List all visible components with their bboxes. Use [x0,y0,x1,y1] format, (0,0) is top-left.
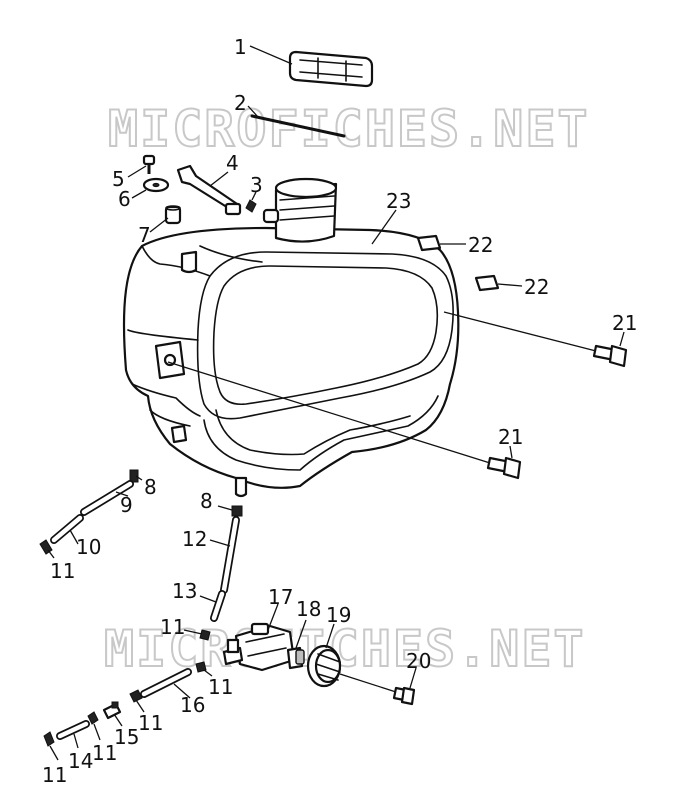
leader-1 [249,45,293,65]
leader-10 [69,529,79,545]
part-11-clip-e [87,711,99,725]
leader-11c [203,669,213,677]
part-1-pad [288,50,374,88]
part-22-rubber-block-b [474,274,500,292]
part-13-hose [210,590,226,622]
leader-3 [251,191,257,201]
part-5-bolt [142,154,156,174]
part-7-spacer [164,205,182,225]
leader-2 [247,105,259,118]
leader-12 [209,539,231,547]
callout-4: 4 [226,151,239,175]
leader-9 [115,491,129,497]
leader-11b [183,629,203,635]
leader-7 [149,217,169,233]
leader-13 [199,595,217,603]
part-9-hose [80,480,134,516]
leader-20-center [339,673,397,693]
leader-23 [371,209,397,245]
callout-3: 3 [250,173,263,197]
leader-11d [135,699,145,713]
callout-11a: 11 [50,559,75,583]
part-21-bolt-upper [592,344,628,368]
leader-19 [325,623,335,649]
callout-11e: 11 [92,741,117,765]
part-6-washer [142,177,170,193]
leader-21a [619,331,625,347]
part-8-clamp-lower [231,505,243,517]
callout-2: 2 [234,91,247,115]
part-14-hose [56,720,90,740]
callout-10: 10 [76,535,101,559]
callout-5: 5 [112,167,125,191]
part-10-hose [50,514,84,544]
leader-11a [47,549,55,559]
callout-8b: 8 [200,489,213,513]
callout-14: 14 [68,749,93,773]
callout-20: 20 [406,649,431,673]
callout-21b: 21 [498,425,523,449]
callout-19: 19 [326,603,351,627]
leader-4 [209,171,229,187]
callout-11b: 11 [160,615,185,639]
leader-22b [497,283,523,287]
part-11-clip-d [129,689,143,703]
part-22-rubber-block-a [416,234,442,252]
leader-18 [295,619,307,649]
callout-18: 18 [296,597,321,621]
part-23-fuel-tank [122,177,460,498]
callout-17: 17 [268,585,293,609]
part-11-clip-b [199,629,211,641]
part-2-rod [250,114,346,138]
watermark-top: MICROFICHES.NET [108,100,590,158]
leader-5 [127,165,147,178]
callout-9: 9 [120,493,133,517]
callout-6: 6 [118,187,131,211]
callout-1: 1 [234,35,247,59]
leader-8a [135,475,143,481]
leader-11f [49,745,59,761]
part-16-hose [140,668,192,698]
callout-15: 15 [114,725,139,749]
part-8-clamp-upper [129,469,139,483]
leader-14 [73,733,79,749]
callout-12: 12 [182,527,207,551]
part-19-fuel-cap [306,644,342,688]
part-11-clip-f [43,731,55,747]
leader-17 [267,603,279,631]
callout-11c: 11 [208,675,233,699]
part-11-clip-c [195,661,207,673]
callout-22a: 22 [468,233,493,257]
callout-22b: 22 [524,275,549,299]
leader-21b [509,445,513,459]
part-20-screw [392,686,416,706]
part-4-bracket [176,164,242,216]
part-21-bolt-lower [486,456,522,480]
leader-11e [93,723,101,741]
leader-16 [173,683,191,699]
part-15-connector [102,701,122,720]
leader-20 [409,667,417,689]
leader-21a-center [443,311,597,352]
leader-6 [131,189,147,199]
leader-8b [217,505,233,511]
watermark-bottom: MICROFICHES.NET [104,620,586,678]
callout-7: 7 [138,223,151,247]
callout-13: 13 [172,579,197,603]
part-12-hose [220,516,240,594]
part-3-clip [245,199,257,213]
part-18-lever [286,646,305,670]
callout-16: 16 [180,693,205,717]
leader-15 [113,713,123,727]
callout-23: 23 [386,189,411,213]
callout-11f: 11 [42,763,67,787]
leader-21b-center [167,361,491,464]
callout-11d: 11 [138,711,163,735]
callout-21a: 21 [612,311,637,335]
callout-8a: 8 [144,475,157,499]
